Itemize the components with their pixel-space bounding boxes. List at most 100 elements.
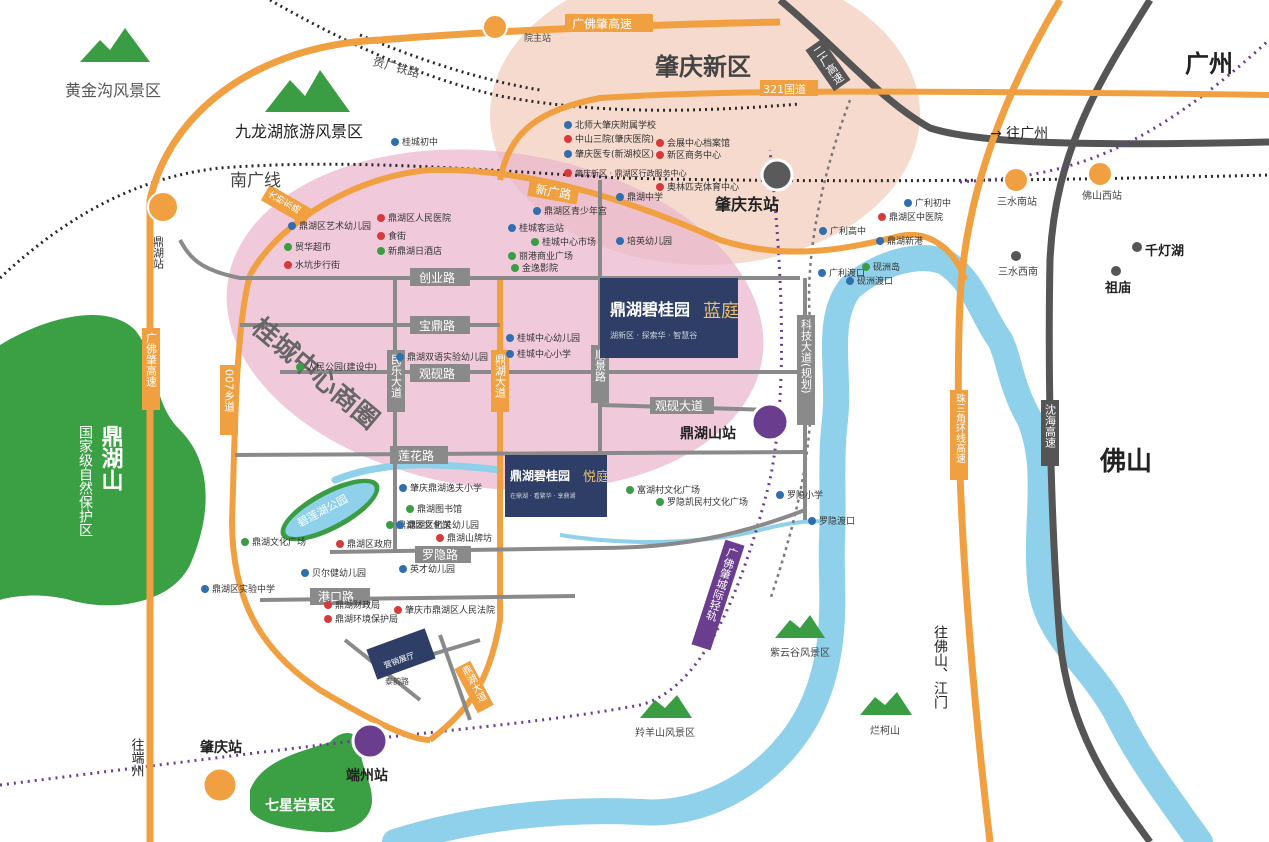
poi-label[interactable]: 广利高中 [830,225,866,237]
poi-label[interactable]: 肇庆鼎湖逸夫小学 [410,482,482,494]
poi-school-icon [506,334,514,342]
station-sanshui-south: 三水南站 [997,195,1037,208]
road-minle: 民乐大道 [390,354,403,398]
poi-label[interactable]: 鼎湖双语实验幼儿园 [407,351,488,363]
poi-label[interactable]: 罗隐渡口 [819,515,855,527]
sales-center-box[interactable] [366,628,436,680]
poi-label[interactable]: 鼎湖财政局 [335,599,380,611]
poi-park-icon [241,538,249,546]
station-yuanzhu: 院主站 [524,32,551,44]
road-guangfozhao-left: 广佛肇高速 [145,332,158,387]
poi-label[interactable]: 广利初中 [915,197,951,209]
poi-label[interactable]: 鼎湖图书馆 [417,503,462,515]
station-dinghu-west-icon [147,191,179,223]
project-yueting-box[interactable] [505,455,607,517]
poi-shop-icon [511,264,519,272]
poi-shop-icon [377,247,385,255]
poi-school-icon [399,565,407,573]
project-yueting-name: 鼎湖碧桂园 [510,468,570,483]
poi-label[interactable]: 鼎湖区机关幼儿园 [407,519,479,531]
poi-label[interactable]: 富湖村文化广场 [637,484,700,496]
poi-school-icon [564,150,572,158]
poi-label[interactable]: 桂城客运站 [519,222,564,234]
poi-shop-icon [531,238,539,246]
poi-label[interactable]: 砚洲渡口 [857,275,893,287]
poi-label[interactable]: 金逸影院 [522,262,558,274]
poi-school-icon [616,237,624,245]
poi-label[interactable]: 鼎湖中学 [627,191,663,203]
scenic-qiandenghu: 千灯湖 [1145,243,1184,259]
poi-label[interactable]: 北师大肇庆附属学校 [575,119,656,131]
poi-label[interactable]: 鼎湖区中医院 [889,211,943,223]
poi-label[interactable]: 肇庆医专(新湖校区) [575,148,654,160]
poi-label[interactable]: 新鼎湖日酒店 [388,245,442,257]
poi-label[interactable]: 鼎湖山牌坊 [447,532,492,544]
station-zhaoqing-icon [201,766,239,804]
road-dinghu-ave: 鼎湖大道 [494,354,507,398]
poi-label[interactable]: 培英幼儿园 [627,235,672,247]
station-zhaoqing: 肇庆站 [200,739,242,756]
poi-shop-icon [406,505,414,513]
poi-label[interactable]: 人民公园(建设中) [307,361,377,373]
project-lanting-box[interactable] [600,278,738,358]
poi-label[interactable]: 鼎湖区实验中学 [212,583,275,595]
poi-label[interactable]: 会展中心档案馆 [667,137,730,149]
station-sanshui-south-icon [1003,167,1029,193]
poi-label[interactable]: 鼎湖区艺术幼儿园 [299,220,371,232]
poi-label[interactable]: 罗隐凯民村文化广场 [667,496,748,508]
poi-label[interactable]: 新区商务中心 [667,149,721,161]
poi-label[interactable]: 桂城中心市场 [542,236,596,248]
poi-label[interactable]: 鼎湖区青少年宫 [544,205,607,217]
sanshui-xinan-dot [1011,251,1021,261]
qixingyan-forest [250,732,372,833]
poi-hospital-icon [564,135,572,143]
poi-label[interactable]: 鼎湖环境保护局 [335,613,398,625]
poi-label[interactable]: 贝尔健幼儿园 [312,567,366,579]
xinguang-road [247,166,968,282]
poi-label[interactable]: 鼎湖区人民医院 [388,212,451,224]
poi-park-icon [626,486,634,494]
poi-label[interactable]: 桂城中心小学 [517,348,571,360]
poi-transport-icon [876,237,884,245]
poi-label[interactable]: 广利渡口 [829,267,865,279]
scenic-yangshan: 羚羊山风景区 [635,726,695,739]
qiandenghu-dot [1132,242,1142,252]
poi-label[interactable]: 食街 [388,230,406,242]
poi-label[interactable]: 中山三院(肇庆医院) [575,133,654,145]
poi-label[interactable]: 水坑步行街 [295,259,340,271]
intercity-east [959,38,1269,184]
poi-school-icon [391,138,399,146]
poi-label[interactable]: 奥林匹克体育中心 [667,181,739,193]
poi-gov-icon [284,261,292,269]
poi-label[interactable]: 贸华超市 [295,241,331,253]
poi-label[interactable]: 英才幼儿园 [410,563,455,575]
poi-gov-icon [324,601,332,609]
poi-label[interactable]: 罗隐小学 [787,489,823,501]
poi-school-icon [506,350,514,358]
poi-label[interactable]: 桂城中心幼儿园 [517,332,580,344]
poi-park-icon [862,263,870,271]
poi-label[interactable]: 肇庆市鼎湖区人民法院 [405,604,495,616]
poi-label[interactable]: 桂城初中 [402,136,438,148]
region-reserve: 国家级自然保护区 [77,425,93,537]
shenhai-expressway [1045,0,1153,842]
poi-label[interactable]: 丽港商业广场 [519,250,573,262]
erguang-expressway [777,0,1269,148]
poi-label[interactable]: 鼎湖文化广场 [252,536,306,548]
station-zhaoqing-east-icon [760,158,794,192]
poi-gov-icon [394,606,402,614]
poi-label[interactable]: 鼎湖区文化馆 [397,519,451,531]
poi-label[interactable]: 砚洲岛 [873,261,900,273]
poi-park-icon [296,363,304,371]
poi-label[interactable]: 鼎湖区政府 [347,538,392,550]
poi-label[interactable]: 鼎湖新港 [887,235,923,247]
road-guanyan-ave: 观砚大道 [655,399,703,413]
road-lianhua: 莲花路 [398,448,434,463]
poi-hospital-icon [377,214,385,222]
direction-duanzhou: 往端州 [129,738,145,777]
scenic-qixingyan: 七星岩景区 [265,797,335,814]
poi-label[interactable]: 肇庆新区 · 鼎湖区行政服务中心 [575,168,687,178]
road-nanguang: 南广线 [230,171,281,191]
region-guangzhou: 广州 [1185,50,1233,78]
project-lanting-suffix: 蓝庭 [703,301,739,322]
